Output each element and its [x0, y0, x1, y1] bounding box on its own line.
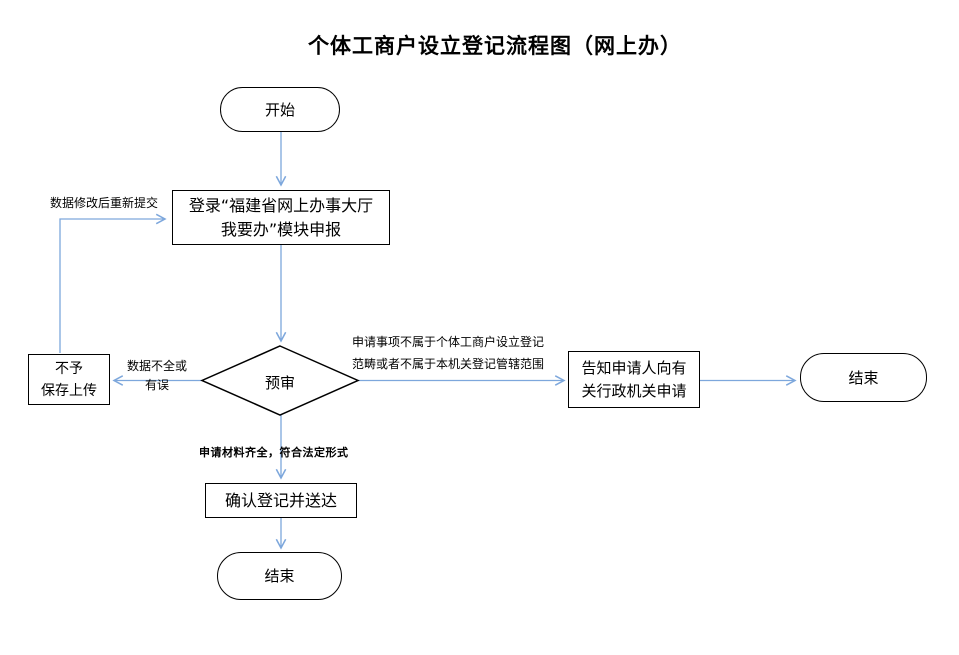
node-login-declare: 登录“福建省网上办事大厅 我要办”模块申报	[172, 190, 390, 245]
node-confirm-register: 确认登记并送达	[205, 483, 357, 518]
edge-deny-to-login-resubmit	[59, 213, 167, 353]
node-inform-line1: 告知申请人向有	[581, 358, 687, 377]
edge-label-complete: 申请材料齐全，符合法定形式	[199, 446, 349, 459]
node-end-bottom-label: 结束	[264, 567, 295, 585]
review-diamond-shape	[200, 345, 360, 416]
node-deny-save-upload: 不予 保存上传	[28, 354, 110, 405]
edge-label-incomplete-line1: 数据不全或	[126, 359, 187, 373]
page-title: 个体工商户设立登记流程图（网上办）	[308, 34, 682, 58]
node-end-bottom: 结束	[217, 552, 342, 600]
edge-label-not-in-scope-line1: 申请事项不属于个体工商户设立登记	[352, 335, 545, 349]
node-deny-line2: 保存上传	[41, 382, 97, 399]
edge-label-not-in-scope: 申请事项不属于个体工商户设立登记 范畴或者不属于本机关登记管辖范围	[352, 331, 567, 375]
node-end-right: 结束	[800, 353, 927, 402]
node-end-right-label: 结束	[848, 368, 879, 387]
edge-label-incomplete: 数据不全或 有误	[118, 357, 196, 395]
node-inform-line2: 关行政机关申请	[581, 381, 687, 400]
edge-label-not-in-scope-line2: 范畴或者不属于本机关登记管辖范围	[352, 357, 545, 371]
edge-label-resubmit: 数据修改后重新提交	[50, 196, 159, 210]
node-login-line1: 登录“福建省网上办事大厅	[188, 195, 374, 215]
node-confirm-label: 确认登记并送达	[224, 490, 337, 510]
node-login-line2: 我要办”模块申报	[220, 219, 342, 239]
edge-label-incomplete-line2: 有误	[144, 378, 169, 392]
node-deny-line1: 不予	[55, 360, 83, 377]
node-review-label: 预审	[264, 374, 295, 392]
node-inform-applicant: 告知申请人向有 关行政机关申请	[568, 351, 700, 408]
node-start-label: 开始	[264, 100, 295, 119]
node-start: 开始	[220, 87, 340, 132]
